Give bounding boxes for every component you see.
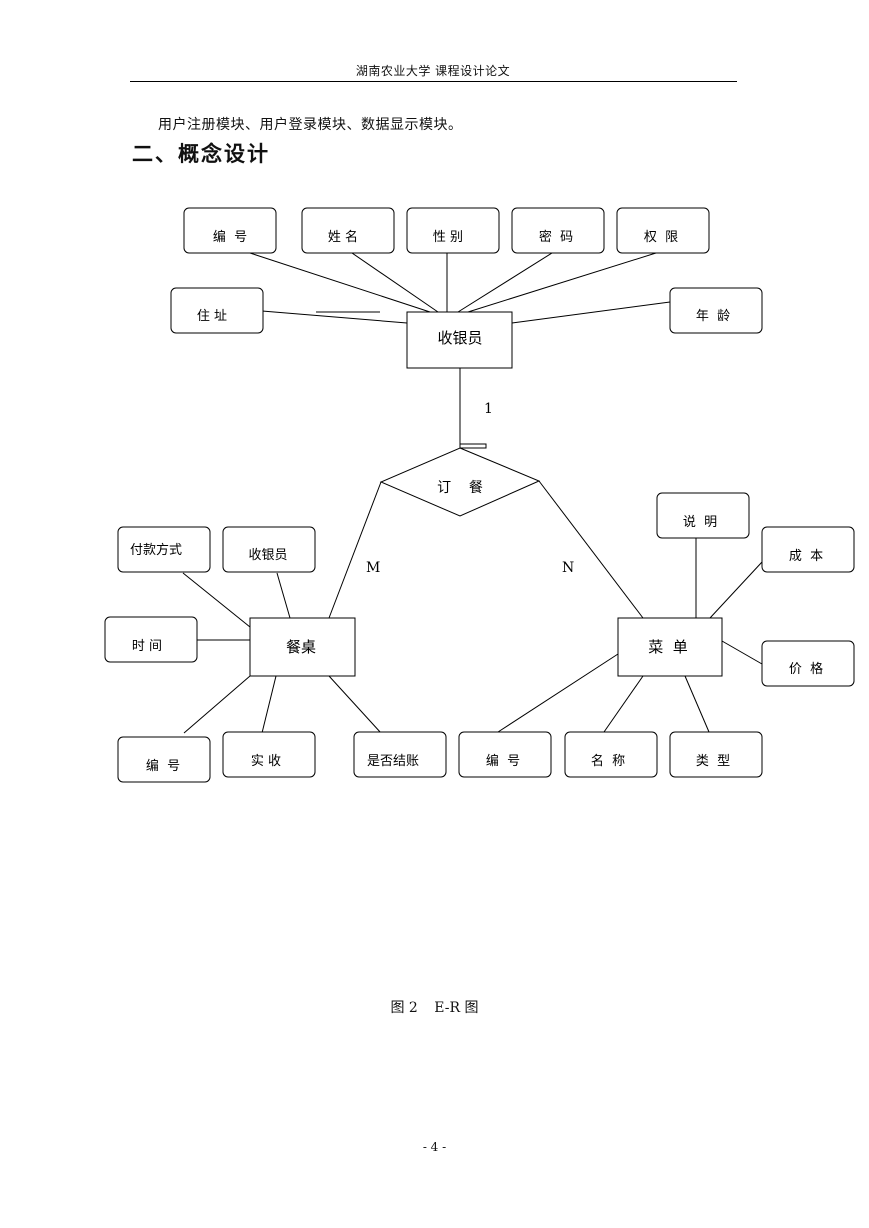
- entity-cashier: 收银员: [406, 311, 513, 369]
- svg-text:权 限: 权 限: [644, 229, 678, 245]
- connector: [538, 480, 644, 619]
- svg-text:实 收: 实 收: [251, 754, 281, 769]
- attribute-gender: 性 别: [406, 207, 500, 254]
- page-number: - 4 -: [422, 1140, 447, 1154]
- attribute-description: 说 明: [656, 492, 750, 539]
- connector: [603, 675, 644, 733]
- figure-caption: 图 2 E-R 图: [0, 997, 869, 1017]
- svg-text:说 明: 说 明: [683, 515, 717, 530]
- cardinality-menu: N: [562, 560, 574, 576]
- svg-text:年 龄: 年 龄: [696, 309, 730, 324]
- attribute-table-cashier: 收银员: [222, 526, 316, 573]
- connector: [183, 675, 251, 734]
- connector: [276, 572, 291, 619]
- attribute-price: 价 格: [761, 640, 855, 687]
- connector: [684, 675, 710, 733]
- svg-text:订 餐: 订 餐: [437, 480, 483, 496]
- attribute-time: 时 间: [104, 616, 198, 663]
- intro-paragraph: 用户注册模块、用户登录模块、数据显示模块。: [158, 117, 463, 133]
- connector-mark: [459, 443, 487, 449]
- svg-text:编 号: 编 号: [213, 230, 247, 245]
- attribute-settled: 是否结账: [353, 731, 447, 778]
- connector: [511, 301, 671, 324]
- connector: [497, 653, 619, 733]
- connector: [261, 310, 408, 324]
- figure-number: 图 2: [390, 1000, 418, 1016]
- svg-text:餐桌: 餐桌: [286, 638, 316, 656]
- entity-table: 餐桌: [249, 617, 356, 677]
- attribute-address: 住 址: [170, 287, 264, 334]
- connector: [261, 675, 277, 734]
- svg-text:编 号: 编 号: [146, 759, 180, 774]
- attribute-age: 年 龄: [669, 287, 763, 334]
- svg-text:性 别: 性 别: [433, 230, 463, 245]
- svg-text:菜 单: 菜 单: [648, 638, 688, 656]
- connector: [721, 640, 763, 665]
- relationship-order: 订 餐: [379, 447, 541, 517]
- header-rule: [130, 81, 737, 82]
- svg-text:是否结账: 是否结账: [367, 754, 419, 769]
- attribute-name: 姓 名: [301, 207, 395, 254]
- svg-text:收银员: 收银员: [248, 548, 287, 563]
- svg-text:付款方式: 付款方式: [130, 542, 182, 558]
- svg-text:名 称: 名 称: [591, 753, 625, 769]
- svg-text:姓 名: 姓 名: [328, 229, 358, 245]
- attribute-received: 实 收: [222, 731, 316, 778]
- entity-menu: 菜 单: [617, 617, 723, 677]
- connector: [328, 481, 382, 619]
- svg-text:价 格: 价 格: [789, 661, 823, 677]
- connector: [709, 561, 763, 619]
- svg-text:密 码: 密 码: [539, 229, 573, 245]
- attribute-id: 编 号: [183, 207, 277, 254]
- svg-text:类 型: 类 型: [696, 754, 730, 769]
- attribute-table-id: 编 号: [117, 736, 211, 783]
- cardinality-cashier: 1: [484, 401, 493, 417]
- svg-text:住 址: 住 址: [197, 309, 227, 324]
- attribute-menu-id: 编 号: [458, 731, 552, 778]
- page-header: 湖南农业大学 课程设计论文: [355, 64, 511, 78]
- connector: [457, 252, 553, 313]
- attribute-password: 密 码: [511, 207, 605, 254]
- connector: [328, 675, 382, 734]
- svg-text:时 间: 时 间: [132, 639, 162, 654]
- figure-title: E-R 图: [434, 1000, 479, 1016]
- attribute-payment-method: 付款方式: [117, 526, 211, 573]
- attribute-cost: 成 本: [761, 526, 855, 573]
- svg-text:成 本: 成 本: [789, 549, 823, 564]
- connector: [182, 572, 251, 628]
- attribute-permission: 权 限: [616, 207, 710, 254]
- connector: [351, 252, 439, 313]
- cardinality-table: M: [366, 560, 380, 576]
- attribute-menu-name: 名 称: [564, 731, 658, 778]
- connector: [467, 252, 657, 313]
- section-heading: 二、概念设计: [132, 142, 270, 166]
- svg-text:编 号: 编 号: [486, 754, 520, 769]
- connector: [249, 252, 431, 313]
- svg-text:收银员: 收银员: [437, 329, 482, 347]
- attribute-type: 类 型: [669, 731, 763, 778]
